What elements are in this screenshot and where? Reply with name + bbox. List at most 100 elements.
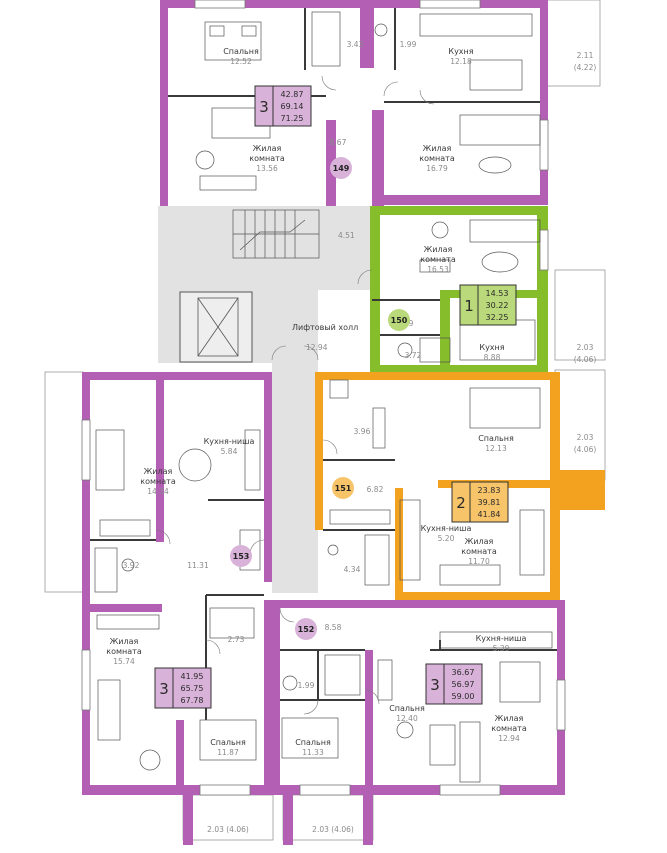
room-area: 3.43	[347, 40, 364, 49]
apartment-area: 41.84	[478, 510, 501, 519]
room-area: 8.88	[484, 353, 501, 362]
apartment-area: 23.83	[478, 486, 501, 495]
apartment-marker-number: 153	[233, 552, 250, 561]
room-name: Жилая	[465, 537, 494, 546]
apt-150-frame	[370, 206, 548, 372]
apartment-marker	[388, 309, 410, 331]
room-area: 2.03	[577, 433, 594, 442]
room-area: 1.99	[298, 681, 315, 690]
windows	[81, 0, 566, 796]
room-name: комната	[461, 547, 497, 556]
apartment-area: 30.22	[486, 301, 509, 310]
room-name: комната	[420, 255, 456, 264]
inner-walls	[90, 8, 557, 720]
room-area: 3.96	[354, 427, 371, 436]
apartment-info-box	[451, 481, 509, 523]
apartment-marker	[330, 157, 352, 179]
room-area: 2.03 (4.06)	[312, 825, 354, 834]
room-area: 16.79	[426, 164, 448, 173]
room-area: 5.20	[438, 534, 455, 543]
room-area: 5.84	[221, 447, 238, 456]
elevator-car	[197, 297, 239, 357]
apartment-area: 41.95	[181, 672, 204, 681]
room-area: 12.18	[450, 57, 472, 66]
apartment-area: 42.87	[281, 90, 304, 99]
furniture	[94, 11, 553, 783]
room-name: Спальня	[389, 704, 425, 713]
room-area: 16.53	[427, 265, 449, 274]
room-area: (4.06)	[574, 445, 597, 454]
room-area: 3.92	[123, 561, 140, 570]
room-area: 11.31	[187, 561, 209, 570]
corridor-bg	[272, 363, 318, 593]
room-name: Жилая	[424, 245, 453, 254]
apartment-info-box	[459, 284, 517, 326]
room-area: 12.94	[498, 734, 520, 743]
apartment-room-count: 3	[159, 680, 169, 698]
apartment-area: 56.97	[452, 680, 475, 689]
apartment-area: 65.75	[181, 684, 204, 693]
apartment-area: 32.25	[486, 313, 509, 322]
room-area: 2.03 (4.06)	[207, 825, 249, 834]
apartment-info-box	[254, 85, 312, 127]
common-area: 4.51 Лифтовый холл 12.94	[158, 206, 372, 593]
room-area: 12.52	[230, 57, 252, 66]
lift-hall-area: 12.94	[306, 343, 328, 352]
room-name: Жилая	[495, 714, 524, 723]
room-name: Жилая	[144, 467, 173, 476]
apartment-marker	[230, 545, 252, 567]
apartment-area: 71.25	[281, 114, 304, 123]
room-name: Спальня	[223, 47, 259, 56]
room-area: 6.82	[367, 485, 384, 494]
room-name: Жилая	[110, 637, 139, 646]
room-area: (4.22)	[574, 63, 597, 72]
apartment-info-box	[425, 663, 483, 705]
apartment-marker	[332, 477, 354, 499]
room-area: (4.06)	[574, 355, 597, 364]
stair-area: 4.51	[338, 231, 355, 240]
room-name: Кухня-ниша	[476, 634, 527, 643]
room-area: 12.40	[396, 714, 418, 723]
elevator-shaft	[179, 291, 253, 363]
room-name: комната	[491, 724, 527, 733]
room-name: Кухня	[448, 47, 473, 56]
room-area: 12.13	[485, 444, 507, 453]
room-area: 1.99	[400, 40, 417, 49]
room-name: Кухня-ниша	[204, 437, 255, 446]
apartment-area: 39.81	[478, 498, 501, 507]
apartment-info-box	[154, 667, 212, 709]
room-name: Жилая	[253, 144, 282, 153]
room-name: комната	[249, 154, 285, 163]
apartment-room-count: 3	[259, 98, 269, 116]
apartment-frames	[82, 0, 605, 845]
apartment-room-count: 1	[464, 297, 474, 315]
room-area: 2.03	[577, 343, 594, 352]
room-name: комната	[106, 647, 142, 656]
apartment-room-count: 2	[456, 494, 466, 512]
room-name: Спальня	[295, 738, 331, 747]
room-area: 2.73	[228, 635, 245, 644]
room-name: Спальня	[478, 434, 514, 443]
room-area: 8.58	[325, 623, 342, 632]
room-name: Кухня-ниша	[421, 524, 472, 533]
room-area: 11.70	[468, 557, 490, 566]
staircase	[232, 209, 320, 259]
apartment-marker-number: 152	[298, 625, 315, 634]
apartment-area: 59.00	[452, 692, 475, 701]
apartment-marker-number: 149	[333, 164, 350, 173]
room-area: 11.87	[217, 748, 239, 757]
room-area: 8.67	[330, 138, 347, 147]
room-area: 4.34	[344, 565, 361, 574]
room-name: комната	[419, 154, 455, 163]
room-name: комната	[140, 477, 176, 486]
room-name: Спальня	[210, 738, 246, 747]
apartment-area: 69.14	[281, 102, 304, 111]
apartment-area: 14.53	[486, 289, 509, 298]
apartment-room-count: 3	[430, 676, 440, 694]
apartment-area: 36.67	[452, 668, 475, 677]
apartment-marker-number: 150	[391, 316, 408, 325]
room-area: 14.34	[147, 487, 169, 496]
apartment-marker-number: 151	[335, 484, 352, 493]
